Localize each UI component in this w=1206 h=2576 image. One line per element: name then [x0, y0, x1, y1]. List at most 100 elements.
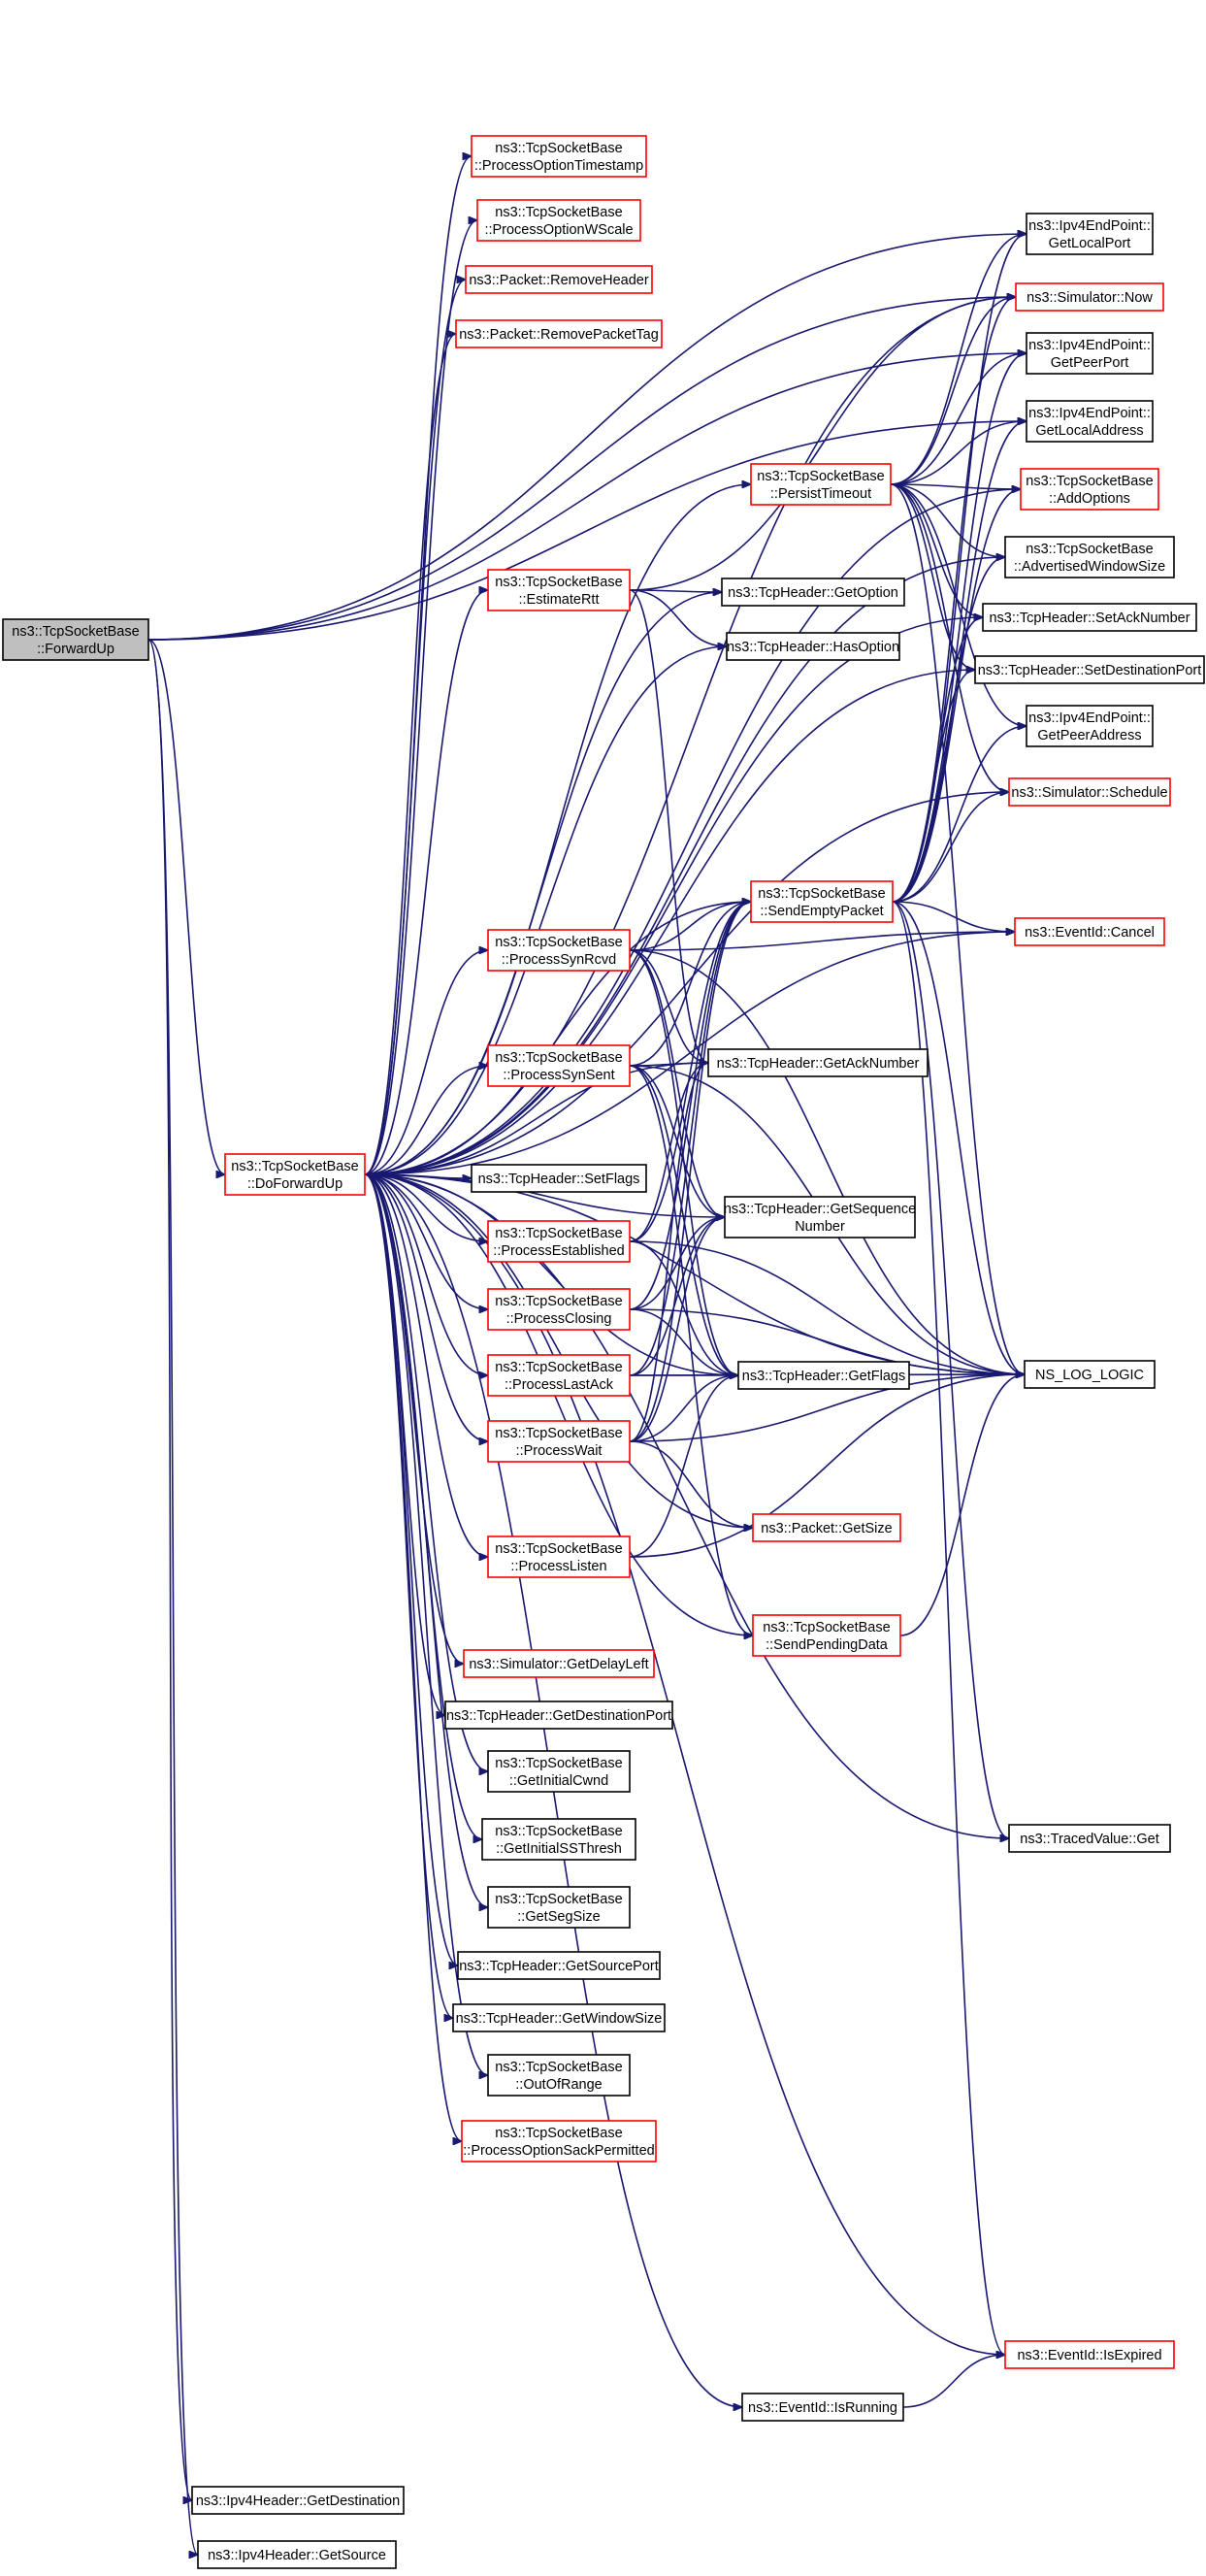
node-getpeeraddr[interactable]: ns3::Ipv4EndPoint::GetPeerAddress: [1026, 705, 1154, 747]
node-getdestport[interactable]: ns3::TcpHeader::GetDestinationPort: [444, 1701, 673, 1730]
node-label: ns3::TcpSocketBase: [495, 1541, 622, 1557]
edge-doforwardup-to-wait: [364, 1173, 488, 1441]
node-getsegsize[interactable]: ns3::TcpSocketBase::GetSegSize: [487, 1886, 631, 1929]
node-getdelayleft[interactable]: ns3::Simulator::GetDelayLeft: [463, 1649, 655, 1678]
node-sendpending[interactable]: ns3::TcpSocketBase::SendPendingData: [752, 1614, 901, 1657]
node-label: ::ForwardUp: [37, 642, 114, 657]
call-edge: [629, 1374, 1025, 1442]
node-getsource[interactable]: ns3::Ipv4Header::GetSource: [197, 2540, 397, 2569]
node-wait[interactable]: ns3::TcpSocketBase::ProcessWait: [487, 1420, 631, 1463]
node-getinitialcwnd[interactable]: ns3::TcpSocketBase::GetInitialCwnd: [487, 1750, 631, 1793]
node-simnow[interactable]: ns3::Simulator::Now: [1015, 282, 1164, 312]
node-label: ::GetInitialSSThresh: [496, 1841, 622, 1857]
node-tracedget[interactable]: ns3::TracedValue::Get: [1008, 1824, 1171, 1853]
node-doforwardup[interactable]: ns3::TcpSocketBase::DoForwardUp: [224, 1153, 366, 1196]
node-removeheader[interactable]: ns3::Packet::RemoveHeader: [465, 265, 653, 294]
node-getinitialss[interactable]: ns3::TcpSocketBase::GetInitialSSThresh: [481, 1818, 636, 1861]
edge-estimatertt-to-hasoption: [629, 589, 727, 646]
node-synsent[interactable]: ns3::TcpSocketBase::ProcessSynSent: [487, 1044, 631, 1087]
call-edge: [147, 421, 1027, 641]
node-sendemptypacket[interactable]: ns3::TcpSocketBase::SendEmptyPacket: [750, 880, 894, 923]
node-label: ns3::TcpHeader::GetDestinationPort: [446, 1708, 671, 1724]
node-label: ns3::TcpHeader::SetFlags: [478, 1172, 640, 1187]
node-label: ns3::Ipv4Header::GetSource: [208, 2548, 386, 2563]
node-sackperm[interactable]: ns3::TcpSocketBase::ProcessOptionSackPer…: [461, 2120, 657, 2163]
node-getsourceport[interactable]: ns3::TcpHeader::GetSourcePort: [457, 1951, 661, 1980]
call-edge: [892, 670, 975, 903]
edge-forwardup-to-getlocaladdr: [147, 421, 1027, 641]
edge-sendemptypacket-to-setacknumber: [892, 617, 983, 903]
edge-sendemptypacket-to-getpeerport: [892, 353, 1027, 903]
node-getflags[interactable]: ns3::TcpHeader::GetFlags: [737, 1361, 910, 1390]
node-getlocalport[interactable]: ns3::Ipv4EndPoint::GetLocalPort: [1026, 213, 1154, 255]
call-edge: [890, 483, 1021, 489]
node-label: ::EstimateRtt: [519, 592, 600, 608]
node-isexpired[interactable]: ns3::EventId::IsExpired: [1004, 2340, 1175, 2369]
node-removepackettag[interactable]: ns3::Packet::RemovePacketTag: [455, 319, 663, 348]
node-getoption[interactable]: ns3::TcpHeader::GetOption: [721, 578, 905, 607]
edge-doforwardup-to-getsegsize: [364, 1173, 488, 1907]
node-isrunning[interactable]: ns3::EventId::IsRunning: [741, 2393, 904, 2422]
node-getdestination[interactable]: ns3::Ipv4Header::GetDestination: [191, 2486, 405, 2515]
node-established[interactable]: ns3::TcpSocketBase::ProcessEstablished: [487, 1220, 631, 1263]
node-box: [455, 319, 663, 348]
call-edge: [892, 617, 983, 903]
edge-doforwardup-to-optws: [364, 220, 477, 1175]
edge-doforwardup-to-setdestport: [364, 670, 975, 1175]
node-schedule[interactable]: ns3::Simulator::Schedule: [1008, 777, 1171, 807]
node-getacknumber[interactable]: ns3::TcpHeader::GetAckNumber: [707, 1048, 929, 1077]
node-box: [721, 578, 905, 607]
node-setacknumber[interactable]: ns3::TcpHeader::SetAckNumber: [982, 603, 1197, 632]
node-optts[interactable]: ns3::TcpSocketBase::ProcessOptionTimesta…: [471, 135, 647, 178]
edge-isrunning-to-isexpired: [902, 2355, 1005, 2408]
edge-synrcvd-to-getacknumber: [629, 949, 708, 1063]
node-label: ::GetSegSize: [517, 1909, 600, 1925]
edge-estimatertt-to-simnow: [629, 297, 1016, 591]
node-getlocaladdr[interactable]: ns3::Ipv4EndPoint::GetLocalAddress: [1026, 400, 1154, 443]
node-label: ns3::EventId::IsExpired: [1017, 2348, 1161, 2363]
call-edge: [629, 902, 751, 1376]
node-getwindowsize[interactable]: ns3::TcpHeader::GetWindowSize: [452, 2003, 666, 2032]
node-synrcvd[interactable]: ns3::TcpSocketBase::ProcessSynRcvd: [487, 929, 631, 972]
call-edge: [629, 1308, 1025, 1374]
call-edge: [364, 950, 488, 1175]
edge-doforwardup-to-hasoption: [364, 646, 727, 1175]
node-cancel[interactable]: ns3::EventId::Cancel: [1014, 917, 1165, 946]
node-label: ns3::Packet::GetSize: [761, 1521, 892, 1536]
node-estimatertt[interactable]: ns3::TcpSocketBase::EstimateRtt: [487, 569, 631, 611]
edge-closing-to-nslog: [629, 1308, 1025, 1374]
node-label: ns3::TcpSocketBase: [495, 205, 622, 220]
node-listen[interactable]: ns3::TcpSocketBase::ProcessListen: [487, 1536, 631, 1578]
node-optws[interactable]: ns3::TcpSocketBase::ProcessOptionWScale: [476, 199, 641, 242]
node-persisttimeout[interactable]: ns3::TcpSocketBase::PersistTimeout: [750, 463, 892, 506]
node-getpeerport[interactable]: ns3::Ipv4EndPoint::GetPeerPort: [1026, 332, 1154, 375]
node-box: [974, 655, 1205, 684]
node-lastack[interactable]: ns3::TcpSocketBase::ProcessLastAck: [487, 1354, 631, 1397]
node-addoptions[interactable]: ns3::TcpSocketBase::AddOptions: [1020, 468, 1159, 511]
node-label: ns3::Simulator::GetDelayLeft: [469, 1657, 648, 1672]
node-label: ::PersistTimeout: [770, 486, 871, 502]
node-outofrange[interactable]: ns3::TcpSocketBase::OutOfRange: [487, 2054, 631, 2097]
node-box: [1015, 282, 1164, 312]
call-edge: [890, 483, 983, 617]
node-closing[interactable]: ns3::TcpSocketBase::ProcessClosing: [487, 1288, 631, 1331]
node-label: ns3::TcpHeader::HasOption: [727, 640, 899, 655]
node-setdestport[interactable]: ns3::TcpHeader::SetDestinationPort: [974, 655, 1205, 684]
node-setflags[interactable]: ns3::TcpHeader::SetFlags: [471, 1164, 647, 1193]
node-label: ns3::TcpSocketBase: [495, 935, 622, 950]
node-advwin[interactable]: ns3::TcpSocketBase::AdvertisedWindowSize: [1004, 536, 1175, 578]
call-edge: [629, 1063, 708, 1442]
node-getsize[interactable]: ns3::Packet::GetSize: [752, 1513, 901, 1542]
node-nslog[interactable]: NS_LOG_LOGIC: [1024, 1360, 1156, 1389]
edge-doforwardup-to-closing: [364, 1173, 488, 1309]
node-box: [487, 1288, 631, 1331]
node-label: ::ProcessListen: [510, 1559, 606, 1574]
edge-forwardup-to-getsource: [147, 639, 198, 2555]
node-hasoption[interactable]: ns3::TcpHeader::HasOption: [726, 632, 900, 661]
call-edge: [364, 1173, 458, 1965]
node-box: [471, 1164, 647, 1193]
call-edge: [364, 1173, 488, 1557]
call-edge: [364, 1173, 462, 2141]
call-edge: [902, 2355, 1005, 2408]
